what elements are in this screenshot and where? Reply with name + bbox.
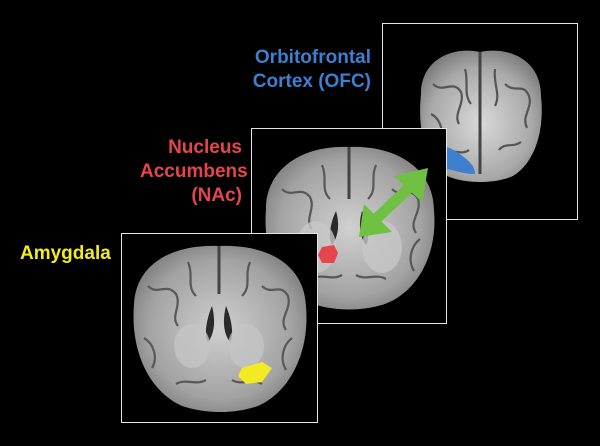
amygdala-label: Amygdala [20, 242, 111, 266]
ofc-label-line1: Orbitofrontal [254, 47, 371, 68]
ofc-label: Orbitofrontal Cortex (OFC) [248, 46, 371, 94]
nac-label-line1: Nucleus [168, 137, 242, 158]
nac-label-line3: (NAc) [191, 185, 242, 206]
ofc-brain-slice [413, 50, 542, 182]
nac-region [318, 245, 338, 263]
amygdala-brain-panel [121, 233, 318, 423]
nac-label-line2: Accumbens [140, 161, 248, 182]
amygdala-region [238, 362, 272, 384]
ofc-label-line2: Cortex (OFC) [252, 71, 371, 92]
amygdala-brain-slice [133, 245, 307, 412]
amygdala-label-text: Amygdala [20, 243, 111, 264]
nac-label: Nucleus Accumbens (NAc) [140, 136, 248, 208]
